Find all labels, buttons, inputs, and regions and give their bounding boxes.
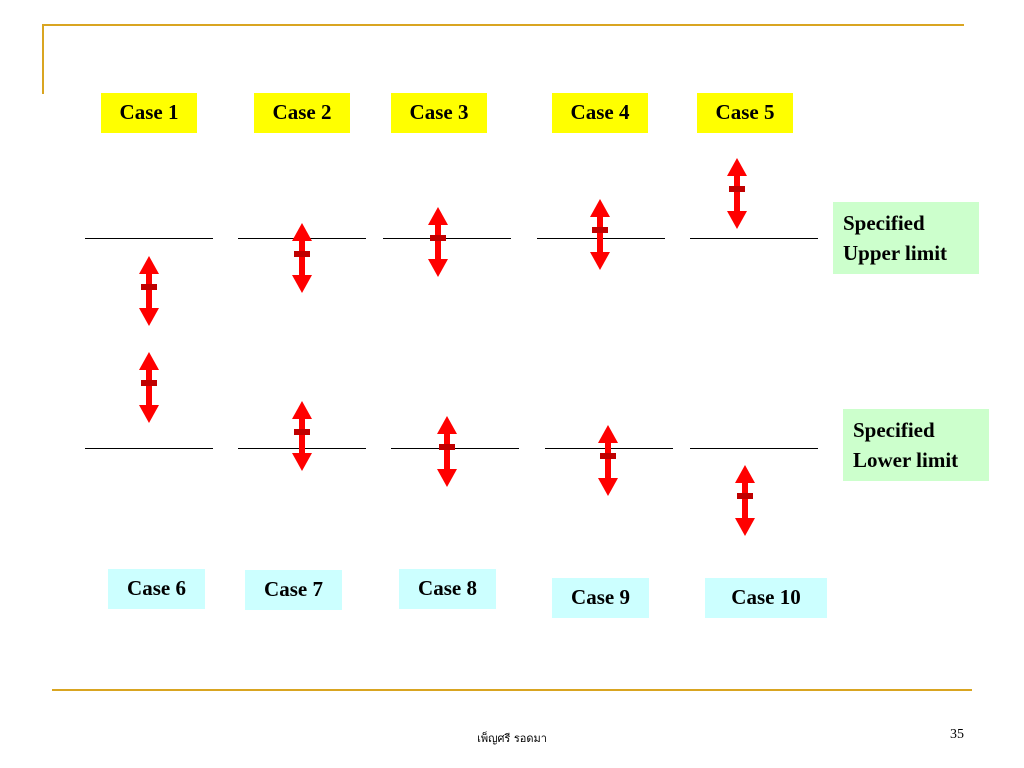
frame-bottom-rule	[52, 689, 972, 691]
lower-limit-line-5	[690, 448, 818, 449]
upper-limit-line-5	[690, 238, 818, 239]
double-arrow-icon	[590, 199, 610, 270]
upper-limit-line-1	[85, 238, 213, 239]
page-number: 35	[950, 727, 964, 742]
lower-limit-label: Specified Lower limit	[843, 409, 989, 481]
case-5-label: Case 5	[697, 93, 793, 133]
case-1-label: Case 1	[101, 93, 197, 133]
footer-author: เพ็ญศรี รอดมา	[477, 732, 547, 745]
lower-limit-label-line1: Specified	[853, 418, 935, 442]
upper-limit-label-line1: Specified	[843, 211, 925, 235]
case-6-label: Case 6	[108, 569, 205, 609]
case-2-label: Case 2	[254, 93, 350, 133]
double-arrow-icon	[139, 256, 159, 326]
frame-left-rule	[42, 24, 44, 94]
lower-limit-line-1	[85, 448, 213, 449]
lower-limit-label-line2: Lower limit	[853, 448, 959, 472]
upper-limit-label: Specified Upper limit	[833, 202, 979, 274]
case-8-label: Case 8	[399, 569, 496, 609]
frame-top-rule	[42, 24, 964, 26]
case-3-label: Case 3	[391, 93, 487, 133]
double-arrow-icon	[598, 425, 618, 496]
case-9-label: Case 9	[552, 578, 649, 618]
case-4-label: Case 4	[552, 93, 648, 133]
case-7-label: Case 7	[245, 570, 342, 610]
double-arrow-icon	[292, 401, 312, 471]
double-arrow-icon	[727, 158, 747, 229]
double-arrow-icon	[292, 223, 312, 293]
double-arrow-icon	[428, 207, 448, 277]
case-10-label: Case 10	[705, 578, 827, 618]
double-arrow-icon	[735, 465, 755, 536]
double-arrow-icon	[139, 352, 159, 423]
upper-limit-line-3	[383, 238, 511, 239]
double-arrow-icon	[437, 416, 457, 487]
upper-limit-label-line2: Upper limit	[843, 241, 948, 265]
